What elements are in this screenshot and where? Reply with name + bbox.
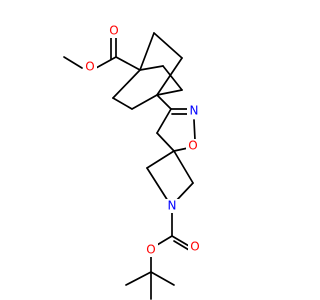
bond-carbonyl-c-bridgehead xyxy=(115,56,141,71)
azetidine-nitrogen-label: N xyxy=(168,199,177,213)
bond-carbamate-c-o-ether xyxy=(156,235,173,246)
bond-c2-c3 xyxy=(153,32,183,59)
bond-c6-c5 xyxy=(112,97,133,110)
bond-spiro-ch2-right xyxy=(173,150,194,184)
boc-ether-oxygen-label: O xyxy=(146,243,155,257)
ester-carbonyl-oxygen-label: O xyxy=(109,24,118,38)
bond-ch2-left-n xyxy=(146,167,169,202)
bond-bh1-c6 xyxy=(112,69,141,99)
boc-carbonyl-oxygen: O xyxy=(188,240,202,254)
bond-spiro-ch2-left xyxy=(146,150,175,169)
bond-ch2-right-n xyxy=(175,182,194,202)
isoxazoline-oxygen: O xyxy=(186,139,200,153)
ester-ether-oxygen: O xyxy=(83,60,97,74)
bond-tbutyl-me-right xyxy=(150,271,175,286)
azetidine-nitrogen: N xyxy=(165,199,179,213)
bond-methyl-o xyxy=(63,56,83,69)
atom-labels: O O N O N O xyxy=(83,24,202,257)
bond-lines xyxy=(63,32,196,300)
bond-c5-bh4 xyxy=(131,94,158,110)
bond-o-carbonyl-c xyxy=(95,56,117,69)
structure-diagram: O O N O N O xyxy=(63,23,202,300)
isoxazoline-oxygen-label: O xyxy=(188,139,197,153)
ester-carbonyl-oxygen: O xyxy=(107,24,121,38)
bond-o-spiro xyxy=(173,147,189,152)
boc-ether-oxygen: O xyxy=(144,243,158,257)
bond-bh4-c3-isox xyxy=(156,94,172,110)
bond-bh1-c2 xyxy=(139,32,155,71)
ester-ether-oxygen-label: O xyxy=(85,60,94,74)
molecule-canvas: O O N O N O xyxy=(63,23,202,300)
bond-c3-bh4 xyxy=(156,57,183,96)
boc-carbonyl-oxygen-label: O xyxy=(190,240,199,254)
bond-carbamate-c-o-1 xyxy=(171,235,190,247)
isoxazoline-nitrogen: N xyxy=(187,104,201,118)
bond-carbamate-c-o-2 xyxy=(173,240,190,251)
bond-c3-c4 xyxy=(156,108,172,134)
bond-n-o xyxy=(193,119,196,141)
bond-c7-bh4 xyxy=(156,89,183,96)
bond-c4-spiro xyxy=(156,132,175,152)
bond-c8-c7 xyxy=(162,65,183,91)
isoxazoline-nitrogen-label: N xyxy=(190,104,199,118)
bond-tbutyl-me-left xyxy=(125,271,152,286)
bond-bh1-c8 xyxy=(139,65,164,71)
